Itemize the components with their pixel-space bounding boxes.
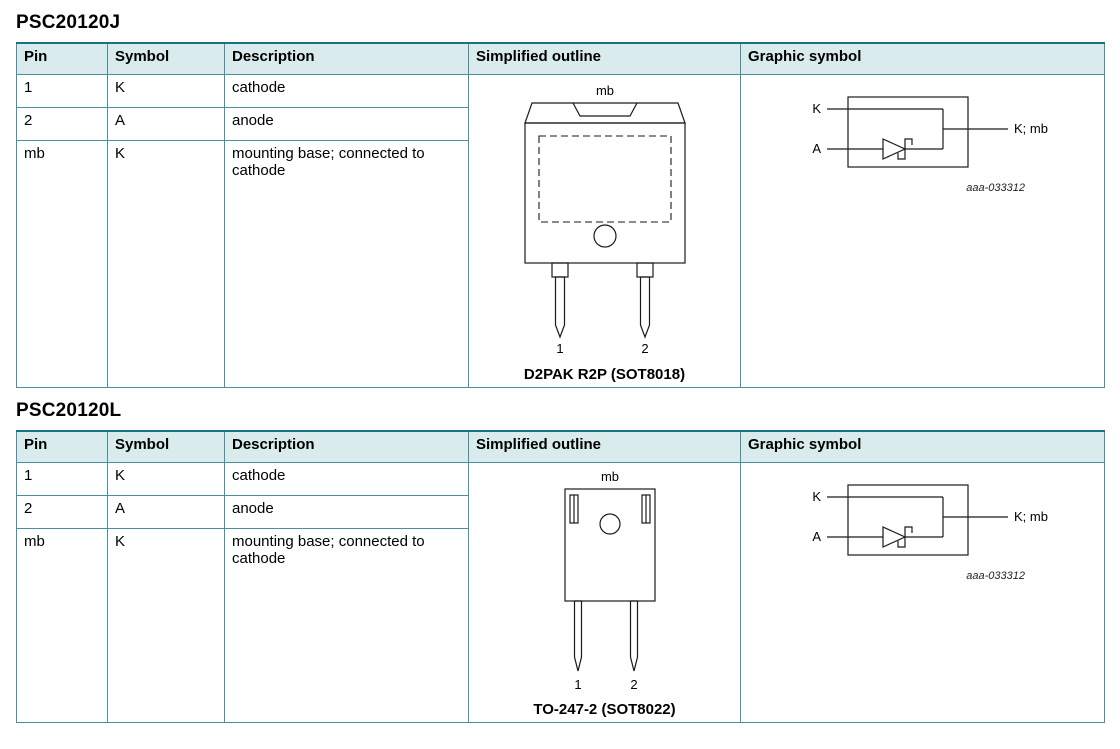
anode-terminal-label: A — [812, 529, 821, 544]
figure-ref: aaa-033312 — [966, 182, 1025, 194]
description-cell: cathode — [224, 74, 469, 108]
table-row: 1 K cathode mb — [16, 74, 1105, 388]
symbol-cell-text: A — [107, 495, 225, 529]
section-title: PSC20120J — [16, 12, 121, 33]
pin-cell: 2 — [16, 495, 108, 529]
diode-triangle — [881, 526, 906, 548]
section-psc20120j: PSC20120J Pin Symbol Description Simplif… — [16, 12, 1105, 388]
package-tab — [524, 102, 686, 124]
description-cell: cathode — [224, 462, 469, 496]
lead2-stub — [636, 262, 654, 278]
package-pin2-label: 2 — [630, 677, 637, 692]
col-header-graphic-symbol: Graphic symbol — [740, 430, 1105, 463]
table-row: 1 K cathode mb — [16, 462, 1105, 723]
graphic-symbol-cell: K A K; mb aaa-033312 — [740, 74, 1105, 388]
lead1-stub — [551, 262, 569, 278]
package-pin1-label: 1 — [574, 677, 581, 692]
table-row: mb K mounting base; connected to cathode — [16, 140, 1105, 388]
table-header-row: Pin Symbol Description Simplified outlin… — [16, 42, 1105, 75]
col-header-symbol: Symbol — [107, 42, 225, 75]
package-body — [564, 488, 656, 602]
diode-symbol-drawing: K A K; mb aaa-033312 — [812, 484, 1048, 582]
table-row: mb K mounting base; connected to cathode — [16, 528, 1105, 723]
lead2 — [629, 600, 639, 672]
col-header-outline: Simplified outline — [468, 430, 741, 463]
diode-triangle — [881, 138, 906, 160]
package-caption: D2PAK R2P (SOT8018) — [523, 366, 686, 383]
anode-terminal-label: A — [812, 141, 821, 156]
output-label: K; mb — [1014, 121, 1048, 136]
symbol-box — [846, 484, 969, 556]
pin-cell: mb — [16, 140, 108, 388]
package-caption: TO-247-2 (SOT8022) — [533, 701, 676, 718]
pin-cell: mb — [16, 528, 108, 723]
col-header-symbol: Symbol — [107, 430, 225, 463]
diode-symbol-drawing: K A K; mb aaa-033312 — [812, 96, 1048, 194]
figure-ref: aaa-033312 — [966, 570, 1025, 582]
col-header-outline: Simplified outline — [468, 42, 741, 75]
pin-cell: 1 — [16, 462, 108, 496]
cathode-terminal-label: K — [812, 489, 821, 504]
col-header-pin: Pin — [16, 42, 108, 75]
graphic-symbol-cell: K A K; mb aaa-033312 — [740, 462, 1105, 723]
symbol-cell-text: K — [107, 462, 225, 496]
d2pak-outline-drawing: mb 1 2 — [524, 83, 686, 356]
package-mounting-hole — [599, 513, 621, 535]
description-cell: mounting base; connected to cathode — [224, 140, 469, 388]
package-pin1-label: 1 — [556, 341, 563, 356]
pin-cell: 2 — [16, 107, 108, 141]
col-header-graphic-symbol: Graphic symbol — [740, 42, 1105, 75]
pin-cell: 1 — [16, 74, 108, 108]
simplified-outline-cell: mb 1 2 TO-247-2 (SOT8022) — [468, 462, 741, 723]
simplified-outline-cell: mb 1 2 D2PAK — [468, 74, 741, 388]
description-cell: mounting base; connected to cathode — [224, 528, 469, 723]
package-pin2-label: 2 — [641, 341, 648, 356]
package-top-label: mb — [596, 83, 614, 98]
pinning-table: Pin Symbol Description Simplified outlin… — [16, 42, 1105, 388]
col-header-description: Description — [224, 430, 469, 463]
lead1 — [554, 276, 566, 339]
package-die-pad-dashed — [538, 135, 672, 223]
symbol-cell-text: K — [107, 74, 225, 108]
symbol-cell-text: K — [107, 140, 225, 388]
output-label: K; mb — [1014, 509, 1048, 524]
lead1 — [573, 600, 583, 672]
table-header-row: Pin Symbol Description Simplified outlin… — [16, 430, 1105, 463]
to247-outline-drawing: mb 1 2 — [564, 469, 656, 692]
col-header-description: Description — [224, 42, 469, 75]
package-body — [524, 122, 686, 264]
table-row: 2 A anode — [16, 495, 1105, 529]
pinning-table: Pin Symbol Description Simplified outlin… — [16, 430, 1105, 723]
symbol-cell-text: A — [107, 107, 225, 141]
package-tab-notch — [572, 102, 638, 117]
package-top-label: mb — [601, 469, 619, 484]
lead2 — [639, 276, 651, 339]
cathode-terminal-label: K — [812, 101, 821, 116]
package-dimple — [593, 224, 617, 248]
section-title: PSC20120L — [16, 400, 122, 421]
symbol-box — [846, 96, 969, 168]
description-cell: anode — [224, 107, 469, 141]
symbol-cell-text: K — [107, 528, 225, 723]
section-psc20120l: PSC20120L Pin Symbol Description Simplif… — [16, 400, 1105, 723]
description-cell: anode — [224, 495, 469, 529]
col-header-pin: Pin — [16, 430, 108, 463]
